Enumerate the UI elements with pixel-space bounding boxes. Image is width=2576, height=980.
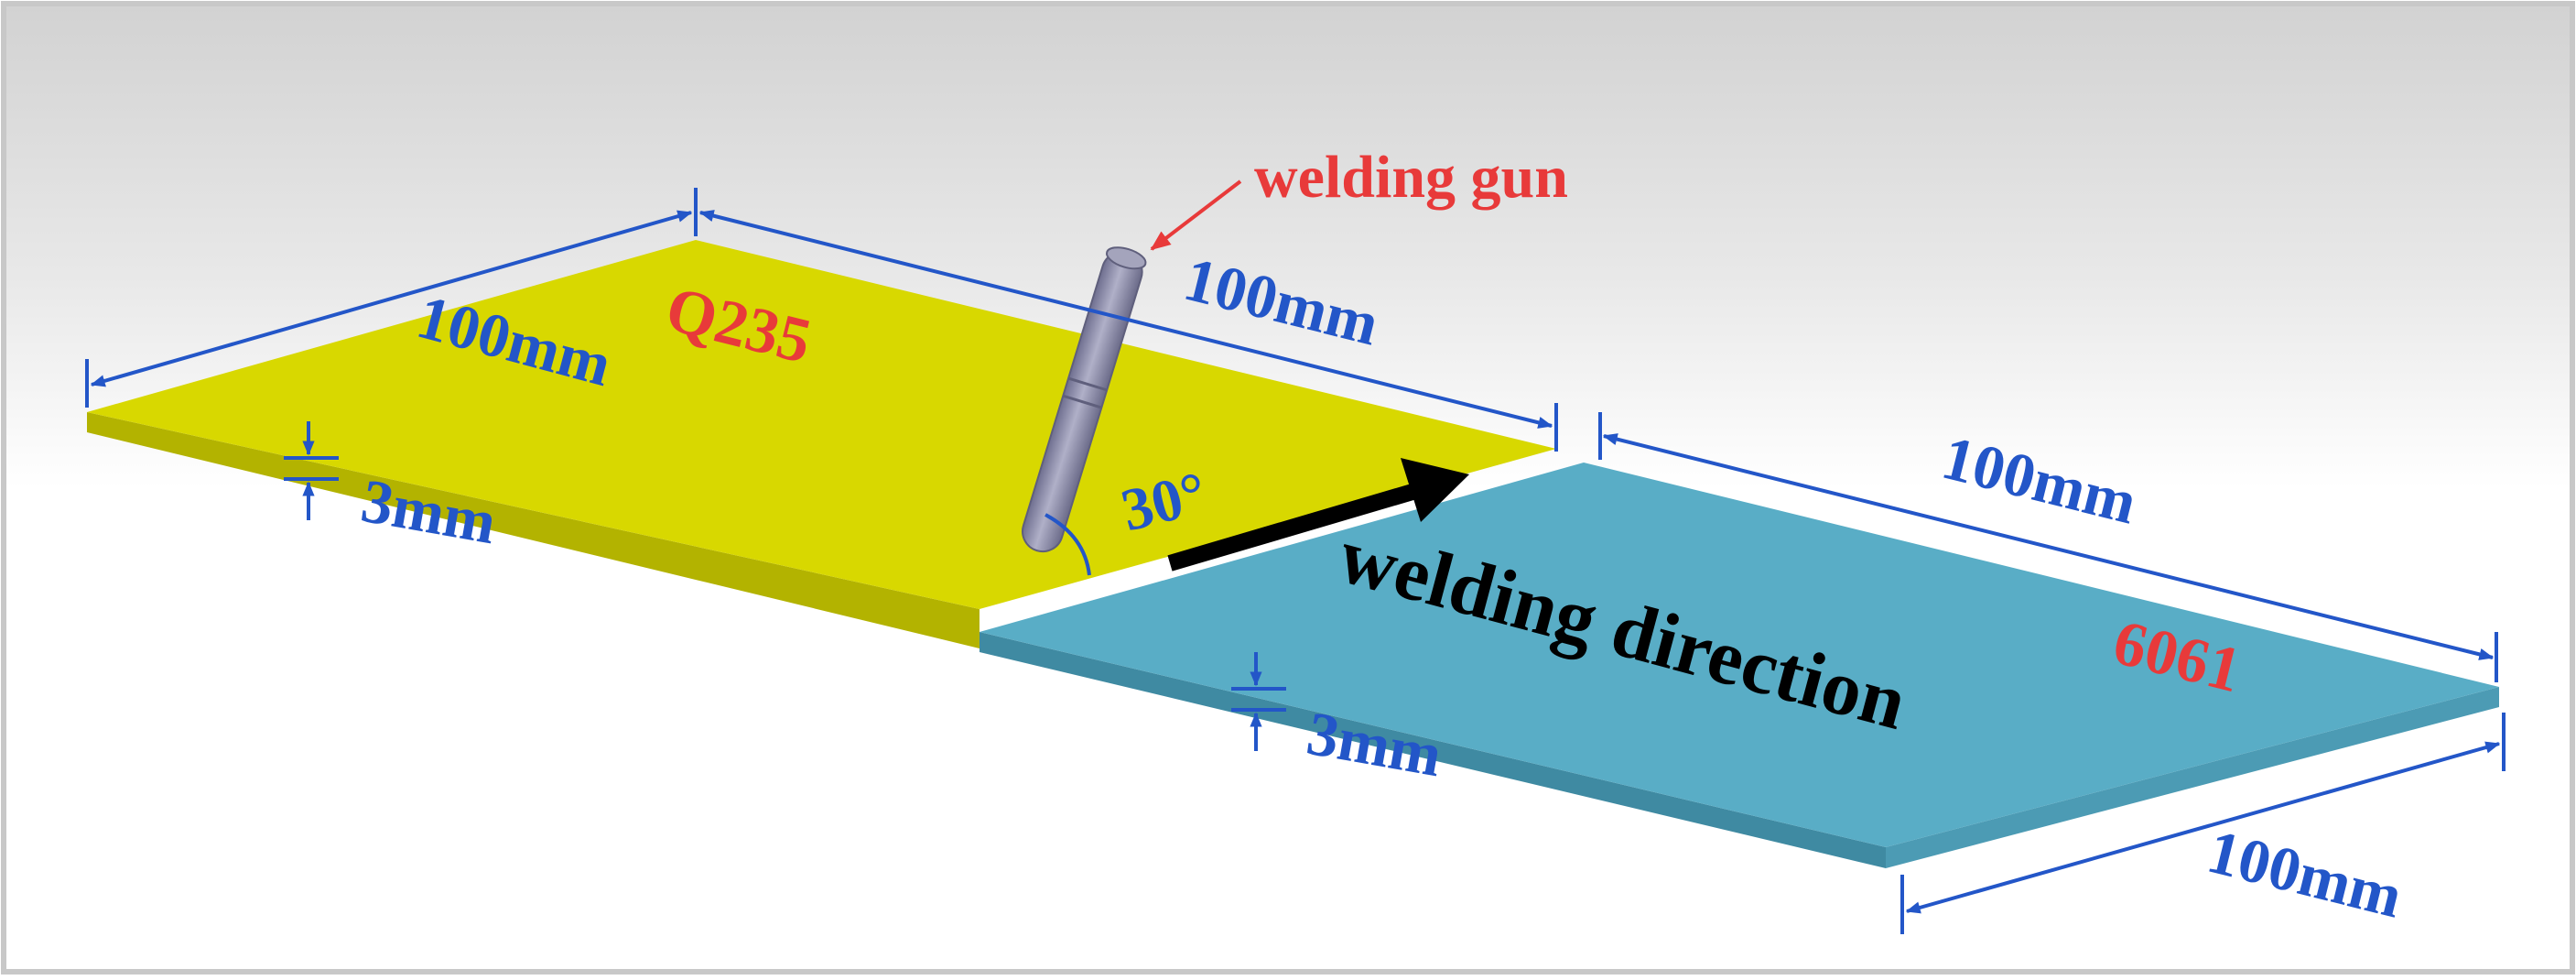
- dimension-6061-width: [1900, 713, 2506, 934]
- welding-gun-label: welding gun: [1254, 144, 1568, 211]
- dimension-q235-thickness: [284, 421, 339, 520]
- q235-plate-side: [87, 412, 980, 648]
- dimension-q235-width: [85, 188, 698, 408]
- angle-arc: [1044, 513, 1091, 576]
- welding-direction-arrow: [1167, 458, 1469, 572]
- dimension-q235-length: [698, 210, 1558, 452]
- dimension-6061-length: [1598, 412, 2498, 682]
- dimension-6061-thickness: [1231, 652, 1286, 751]
- aluminum-plate-side: [980, 632, 1886, 868]
